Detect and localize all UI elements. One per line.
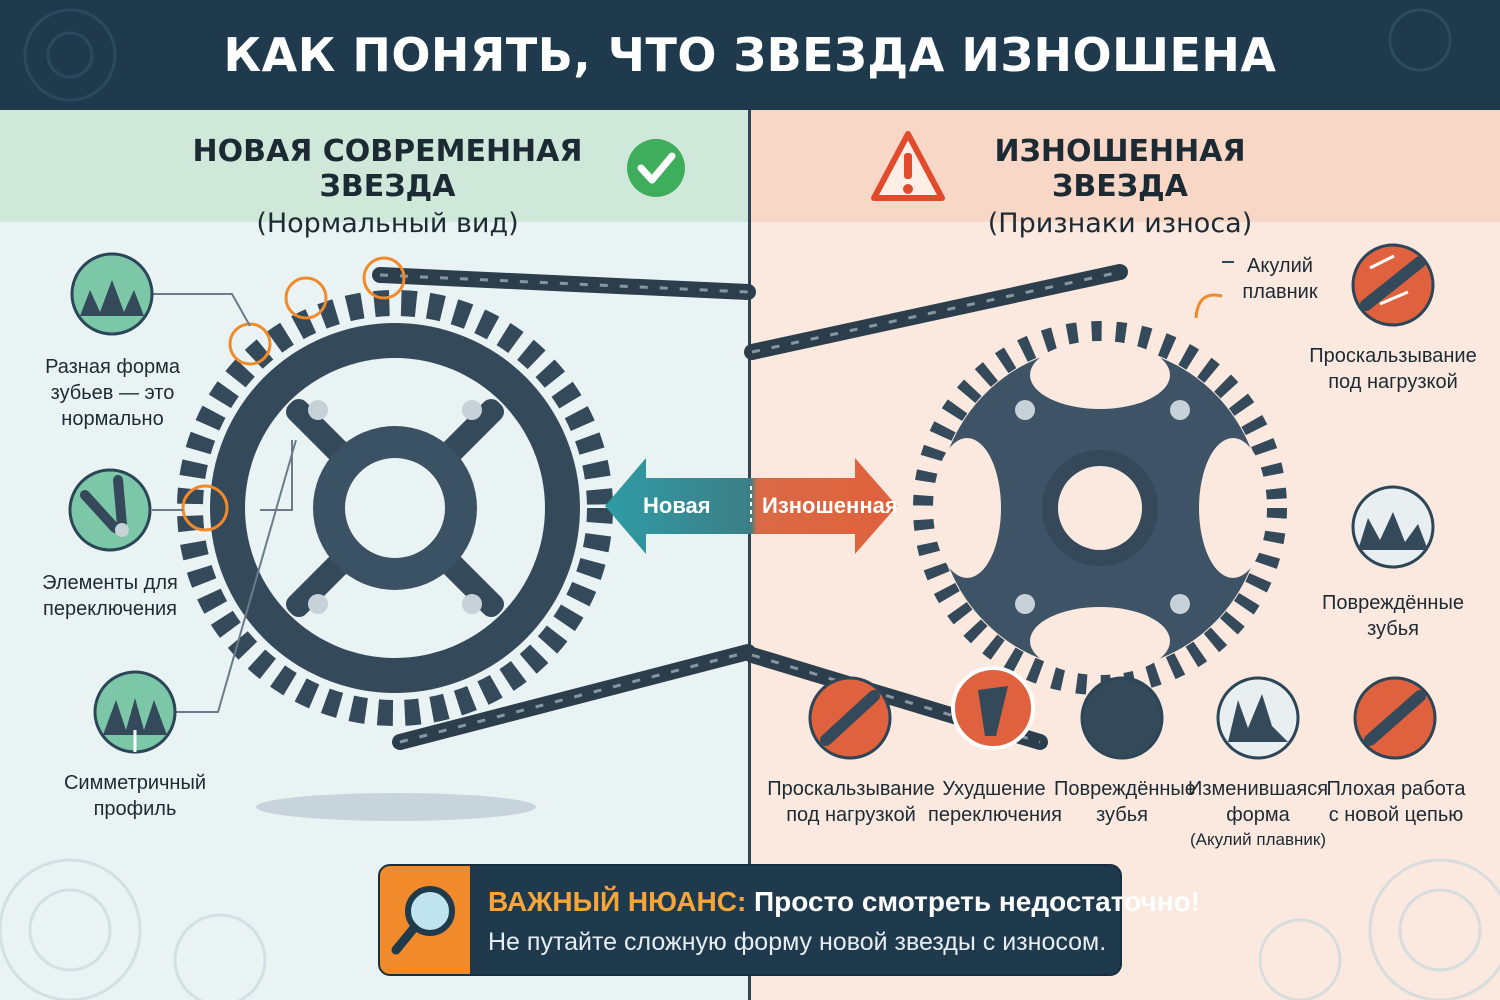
- bottom-item-slip: Проскальзывание под нагрузкой: [767, 778, 935, 826]
- background-gear-icon: [0, 858, 1500, 1000]
- broken-tooth-icon: [951, 666, 1035, 750]
- label-slip-top: Проскальзывание под нагрузкой: [1309, 345, 1477, 393]
- notice-headline-text: Просто смотреть недостаточно!: [746, 886, 1201, 917]
- symmetric-profile-icon: [93, 670, 177, 754]
- chain-slip-icon: [1351, 243, 1435, 327]
- chain-left-links: [379, 273, 749, 744]
- damaged-teeth-icon: [1351, 485, 1435, 569]
- important-notice: ВАЖНЫЙ НЮАНС: Просто смотреть недостаточ…: [378, 864, 1200, 976]
- arrow-label-new: Новая: [643, 493, 711, 518]
- bottom-item-damaged: Повреждённые зубья: [1054, 778, 1196, 826]
- sprocket-shadow: [256, 793, 536, 821]
- label-tooth-shape: Разная форма зубьев — это нормально: [45, 356, 180, 430]
- label-shark-fin: Акулий плавник: [1242, 255, 1318, 303]
- new-heading-subtitle: (Нормальный вид): [256, 208, 519, 239]
- notice-headline: ВАЖНЫЙ НЮАНС: Просто смотреть недостаточ…: [488, 886, 1200, 918]
- bottom-item-shifting: Ухудшение переключения: [928, 778, 1062, 826]
- annotation-lines-left: [152, 293, 297, 713]
- page-title: КАК ПОНЯТЬ, ЧТО ЗВЕЗДА ИЗНОШЕНА: [223, 28, 1277, 82]
- bad-new-chain-icon: [1353, 676, 1437, 760]
- label-damaged-side: Повреждённые зубья: [1322, 592, 1464, 640]
- worn-heading-title: ИЗНОШЕННАЯ ЗВЕЗДА: [994, 134, 1246, 204]
- worn-heading: ИЗНОШЕННАЯ ЗВЕЗДА (Признаки износа): [945, 134, 1295, 239]
- warning-icon: [871, 131, 945, 201]
- new-heading-title: НОВАЯ СОВРЕМЕННАЯ ЗВЕЗДА: [192, 134, 583, 204]
- highlight-rings: [181, 256, 406, 532]
- panel-divider: [748, 110, 751, 1000]
- label-symmetric: Симметричный профиль: [63, 772, 207, 820]
- shark-fin-marker: [1194, 261, 1234, 319]
- header-gear-icon: [23, 8, 1452, 102]
- notice-accent: ВАЖНЫЙ НЮАНС:: [488, 886, 747, 917]
- bottom-item-shape-note: (Акулий плавник): [1190, 830, 1326, 849]
- notice-text: Не путайте сложную форму новой звезды с …: [488, 928, 1107, 956]
- shark-fin-shape-icon: [1216, 676, 1300, 760]
- tooth-profile-icon: [70, 252, 154, 336]
- magnifier-icon: [380, 866, 470, 974]
- bottom-damaged-teeth-icon: [1080, 676, 1164, 760]
- bottom-item-new-chain: Плохая работа с новой цепью: [1326, 778, 1466, 826]
- worn-heading-band: [751, 110, 1500, 222]
- check-icon: [627, 139, 685, 197]
- worn-sprocket: [913, 321, 1287, 695]
- shift-element-icon: [68, 468, 152, 552]
- new-heading-band: [0, 110, 748, 222]
- label-shift-elements: Элементы для переключения: [42, 572, 178, 620]
- chain-right-links: [751, 270, 1121, 744]
- new-heading: НОВАЯ СОВРЕМЕННАЯ ЗВЕЗДА (Нормальный вид…: [150, 134, 625, 239]
- arrow-label-worn: Изношенная: [762, 493, 898, 518]
- worn-heading-subtitle: (Признаки износа): [987, 208, 1253, 239]
- bottom-slip-icon: [808, 676, 892, 760]
- bottom-item-shape: Изменившаяся форма: [1188, 778, 1329, 826]
- new-sprocket: [177, 290, 613, 726]
- header-bar: КАК ПОНЯТЬ, ЧТО ЗВЕЗДА ИЗНОШЕНА: [0, 0, 1500, 110]
